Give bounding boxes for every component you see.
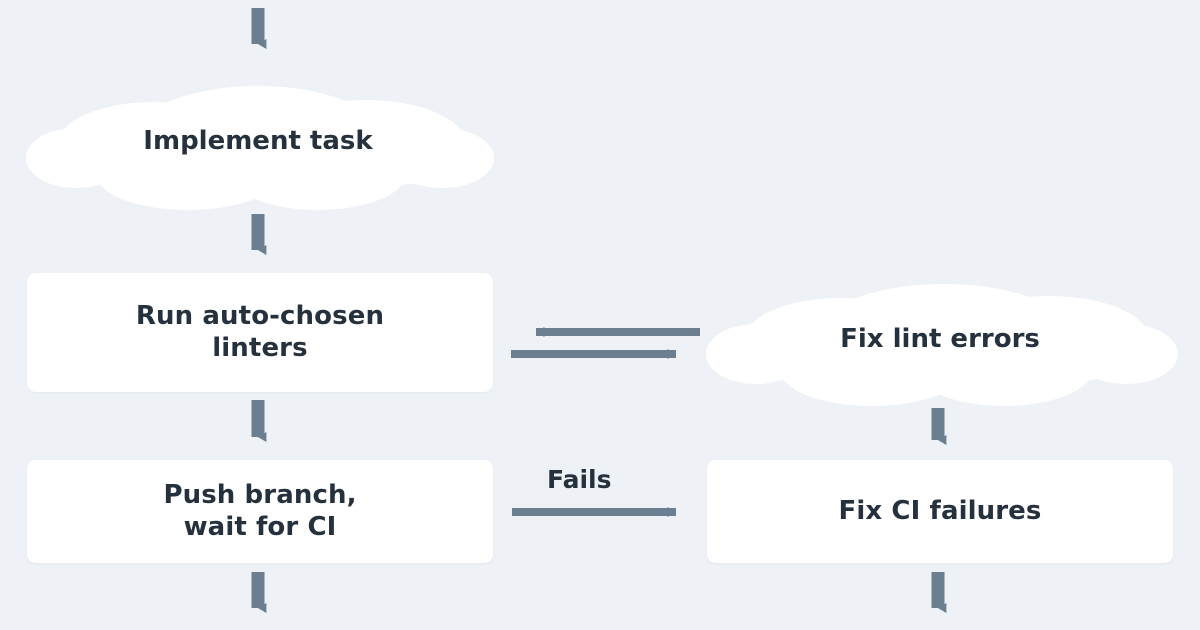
node-fix-ci-failures[interactable]: Fix CI failures bbox=[707, 460, 1173, 563]
node-push-branch-label: Push branch, wait for CI bbox=[163, 479, 357, 542]
node-implement-task[interactable]: Implement task bbox=[18, 72, 498, 212]
node-fix-lint-errors[interactable]: Fix lint errors bbox=[700, 272, 1180, 408]
cloud-shape-icon bbox=[706, 284, 1178, 406]
node-push-branch[interactable]: Push branch, wait for CI bbox=[27, 460, 493, 563]
node-run-linters-label: Run auto-chosen linters bbox=[135, 300, 385, 363]
cloud-shape-icon bbox=[26, 86, 494, 210]
edge-label-fails: Fails bbox=[547, 465, 612, 494]
node-run-linters[interactable]: Run auto-chosen linters bbox=[27, 273, 493, 392]
node-fix-ci-failures-label: Fix CI failures bbox=[838, 495, 1042, 526]
